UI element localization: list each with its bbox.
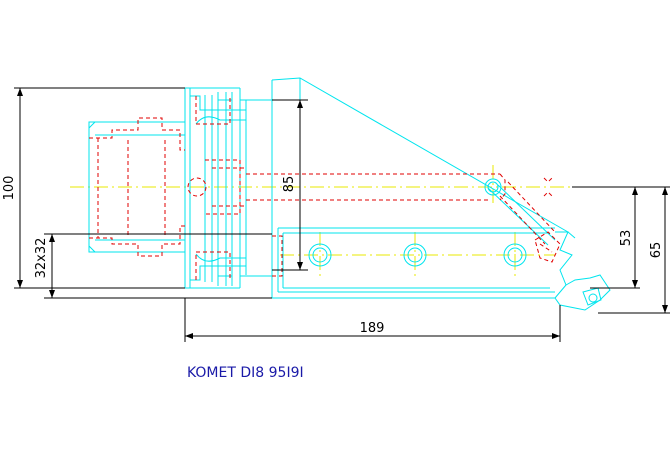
tool-outline: [88, 77, 611, 311]
dimension-arrows: [17, 88, 668, 339]
dim-right-height-outer: 65: [649, 242, 664, 259]
dim-right-height-inner: 53: [619, 230, 634, 247]
dim-overall-height: 100: [2, 176, 17, 201]
dim-shank-section: 32x32: [34, 238, 49, 279]
hidden-lines: [89, 96, 561, 280]
center-lines: [70, 165, 572, 278]
dim-inner-height: 85: [282, 176, 297, 193]
dim-overall-length: 189: [360, 321, 385, 336]
dimension-lines: [14, 87, 670, 342]
drawing-caption: KOMET DI8 95I9I: [187, 365, 304, 381]
